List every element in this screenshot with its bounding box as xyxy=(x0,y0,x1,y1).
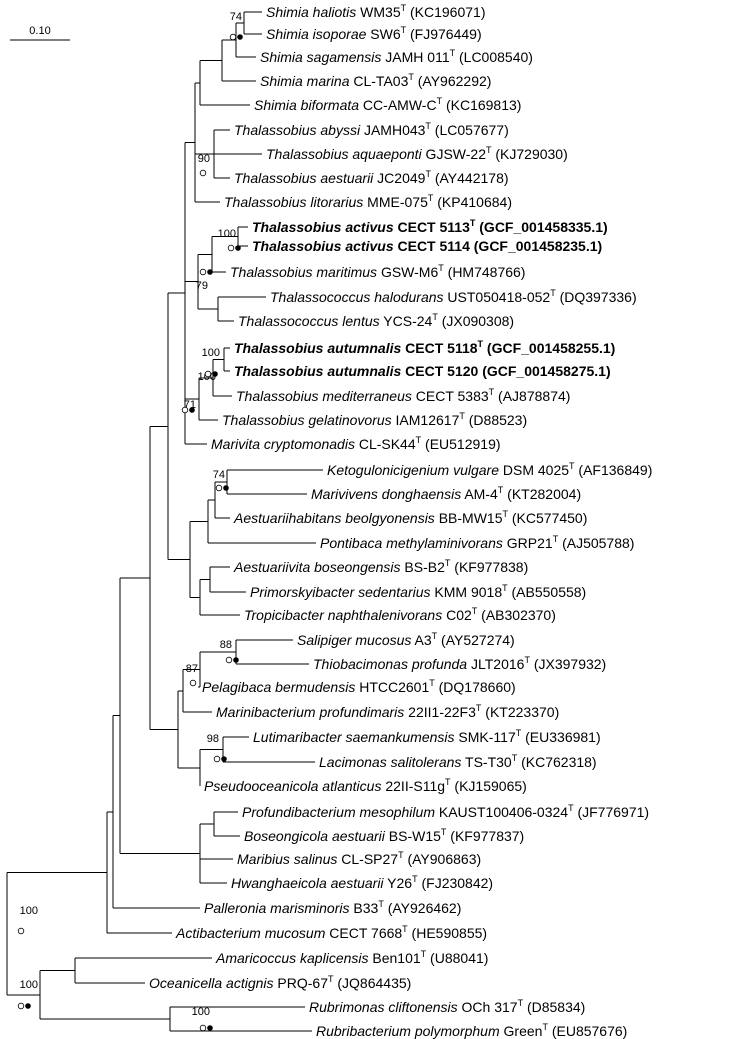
taxon-label: Actibacterium mucosum CECT 7668T (HE5908… xyxy=(175,924,487,941)
bootstrap-value: 79 xyxy=(196,280,208,292)
taxon-label: Thalassococcus halodurans UST050418-052T… xyxy=(270,288,637,305)
taxon-label: Aestuariihabitans beolgyonensis BB-MW15T… xyxy=(233,509,587,526)
filled-circle-icon xyxy=(189,407,195,413)
taxon-label: Thalassobius gelatinovorus IAM12617T (D8… xyxy=(222,411,527,428)
filled-circle-icon xyxy=(212,371,218,377)
filled-circle-icon xyxy=(207,269,213,275)
taxon-label: Thiobacimonas profunda JLT2016T (JX39793… xyxy=(313,655,606,672)
bootstrap-value: 100 xyxy=(20,979,38,991)
taxon-label: Thalassobius mediterraneus CECT 5383T (A… xyxy=(236,387,570,404)
taxon-label: Thalassococcus lentus YCS-24T (JX090308) xyxy=(238,312,514,329)
taxon-label: Boseongicola aestuarii BS-W15T (KF977837… xyxy=(244,827,524,844)
bootstrap-value: 74 xyxy=(230,11,242,23)
tree-branches xyxy=(6,11,323,1032)
taxon-label: Ketogulonicigenium vulgare DSM 4025T (AF… xyxy=(327,461,652,478)
taxon-label: Lutimaribacter saemankumensis SMK-117T (… xyxy=(253,728,601,745)
taxon-label: Oceanicella actignis PRQ-67T (JQ864435) xyxy=(149,974,411,991)
taxon-label: Marivivens donghaensis AM-4T (KT282004) xyxy=(311,485,581,502)
open-circle-icon xyxy=(225,656,233,664)
taxon-label: Lacimonas salitolerans TS-T30T (KC762318… xyxy=(319,753,597,770)
taxon-label: Thalassobius autumnalis CECT 5118T (GCF_… xyxy=(234,339,615,356)
taxon-label: Maribius salinus CL-SP27T (AY906863) xyxy=(237,850,481,867)
bootstrap-value: 88 xyxy=(220,639,232,651)
open-circle-icon xyxy=(199,268,207,276)
taxon-label: Thalassobius activus CECT 5114 (GCF_0014… xyxy=(252,238,602,254)
filled-circle-icon xyxy=(25,1003,31,1009)
taxon-label: Thalassobius abyssi JAMH043T (LC057677) xyxy=(234,121,509,138)
taxon-label: Rubribacterium polymorphum GreenT (EU857… xyxy=(316,1022,627,1039)
taxon-label: Tropicibacter naphthalenivorans C02T (AB… xyxy=(244,606,556,623)
bootstrap-value: 100 xyxy=(198,371,216,383)
bootstrap-value: 100 xyxy=(202,347,220,359)
taxon-label: Thalassobius maritimus GSW-M6T (HM748766… xyxy=(230,263,525,280)
taxon-label: Pontibaca methylaminivorans GRP21T (AJ50… xyxy=(320,534,634,551)
taxon-label: Shimia marina CL-TA03T (AY962292) xyxy=(260,72,491,89)
filled-circle-icon xyxy=(223,485,229,491)
open-circle-icon xyxy=(227,244,235,252)
node-support-symbols xyxy=(17,33,243,1032)
filled-circle-icon xyxy=(235,245,241,251)
scale-bar-group: 0.10 xyxy=(10,25,70,41)
open-circle-icon xyxy=(204,370,212,378)
taxon-label: Shimia haliotis WM35T (KC196071) xyxy=(266,3,486,20)
bootstrap-value: 100 xyxy=(218,228,236,240)
taxon-label: Shimia biformata CC-AMW-CT (KC169813) xyxy=(254,96,521,113)
open-circle-icon xyxy=(213,755,221,763)
taxon-label: Pseudooceanicola atlanticus 22II-S11gT (… xyxy=(204,777,527,794)
open-circle-icon xyxy=(199,1024,207,1032)
filled-circle-icon xyxy=(207,1025,213,1031)
taxon-label: Palleronia marisminoris B33T (AY926462) xyxy=(204,899,461,916)
taxon-label: Marivita cryptomonadis CL-SK44T (EU51291… xyxy=(211,435,501,452)
filled-circle-icon xyxy=(237,34,243,40)
bootstrap-value: 74 xyxy=(213,469,225,481)
open-circle-icon xyxy=(17,927,25,935)
open-circle-icon xyxy=(199,169,207,177)
filled-circle-icon xyxy=(233,657,239,663)
taxon-label: Aestuariivita boseongensis BS-B2T (KF977… xyxy=(233,558,528,575)
bootstrap-value: 87 xyxy=(186,663,198,675)
bootstrap-value: 90 xyxy=(198,153,210,165)
taxon-label: Pelagibaca bermudensis HTCC2601T (DQ1786… xyxy=(202,678,516,695)
open-circle-icon xyxy=(215,484,223,492)
open-circle-icon xyxy=(189,679,197,687)
taxon-label: Rubrimonas cliftonensis OCh 317T (D85834… xyxy=(309,998,585,1015)
taxon-label: Shimia sagamensis JAMH 011T (LC008540) xyxy=(260,48,533,65)
filled-circle-icon xyxy=(221,756,227,762)
taxon-label: Shimia isoporae SW6T (FJ976449) xyxy=(266,25,482,42)
taxon-label: Profundibacterium mesophilum KAUST100406… xyxy=(242,803,649,820)
open-circle-icon xyxy=(17,1002,25,1010)
bootstrap-value: 98 xyxy=(207,733,219,745)
taxon-labels: Shimia haliotis WM35T (KC196071) Shimia i… xyxy=(149,3,652,1039)
scale-bar-label: 0.10 xyxy=(29,25,50,37)
taxon-label: Marinibacterium profundimaris 22II1-22F3… xyxy=(216,703,559,720)
taxon-label: Primorskyibacter sedentarius KMM 9018T (… xyxy=(250,583,586,600)
bootstrap-value: 100 xyxy=(192,1006,210,1018)
taxon-label: Amaricoccus kaplicensis Ben101T (U88041) xyxy=(215,949,488,966)
taxon-label: Thalassobius autumnalis CECT 5120 (GCF_0… xyxy=(234,363,611,379)
taxon-label: Hwanghaeicola aestuarii Y26T (FJ230842) xyxy=(231,874,493,891)
bootstrap-value: 100 xyxy=(20,905,38,917)
open-circle-icon xyxy=(229,33,237,41)
taxon-label: Salipiger mucosus A3T (AY527274) xyxy=(297,631,515,648)
open-circle-icon xyxy=(181,406,189,414)
taxon-label: Thalassobius litorarius MME-075T (KP4106… xyxy=(224,193,512,210)
taxon-label: Thalassobius aquaeponti GJSW-22T (KJ7290… xyxy=(266,145,568,162)
taxon-label: Thalassobius activus CECT 5113T (GCF_001… xyxy=(252,218,608,235)
taxon-label: Thalassobius aestuarii JC2049T (AY442178… xyxy=(234,169,509,186)
